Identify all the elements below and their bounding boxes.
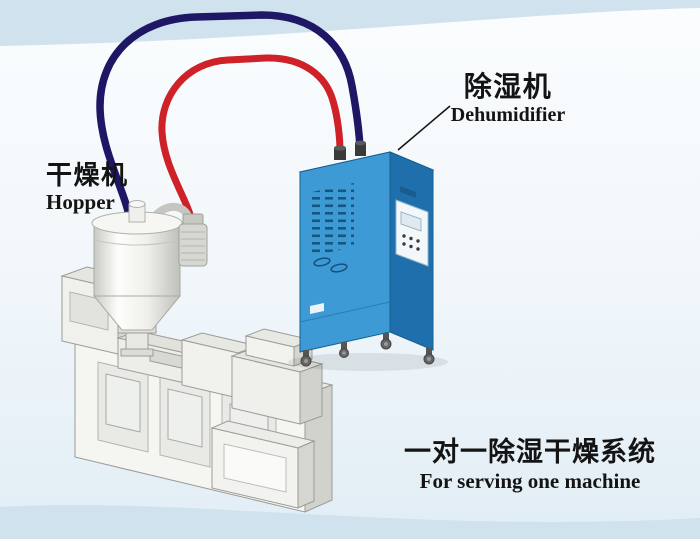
dehumidifier-label: 除湿机 Dehumidifier <box>440 71 576 127</box>
system-caption: 一对一除湿干燥系统 For serving one machine <box>382 438 678 493</box>
extruder-gearbox2-side <box>299 363 323 425</box>
hopper-label: 干燥机 Hopper <box>46 160 129 215</box>
system-caption-zh: 一对一除湿干燥系统 <box>404 437 656 467</box>
navy-return-hose <box>96 11 364 225</box>
dehumidifier-panel-seam <box>299 301 391 323</box>
dehumidifier-hose-ports <box>334 140 366 160</box>
red-supply-hose <box>158 54 344 226</box>
extruder-frontbox-window <box>223 443 287 493</box>
bottom-wave-band <box>0 504 700 539</box>
hopper-blower-ribs <box>181 231 205 261</box>
hopper-label-zh: 干燥机 <box>46 160 129 190</box>
extruder-door-window <box>167 388 203 448</box>
hopper-throat-flange-bottom <box>120 348 154 357</box>
caster-wheel <box>423 348 435 365</box>
extruder-frontbox-side <box>297 440 315 509</box>
dehumidifier-label-en: Dehumidifier <box>450 104 566 127</box>
dehumidifier-brand-mark <box>400 186 416 198</box>
dehumidifier-louver-slot <box>313 257 331 267</box>
system-caption-en: For serving one machine <box>419 469 641 494</box>
caster-wheel <box>339 342 349 358</box>
hopper-label-en: Hopper <box>46 190 115 215</box>
caster-wheel <box>380 333 392 350</box>
extruder-door-window <box>105 373 141 433</box>
caster-wheel <box>300 350 312 367</box>
hopper-lid-cap-top <box>128 200 146 208</box>
hose-port-top <box>355 140 366 146</box>
hopper-dryer <box>91 200 208 331</box>
dehumidifier-vent-grille <box>312 183 354 256</box>
dehumidifier-panel-display <box>400 211 422 232</box>
dehumidifier-control-panel <box>395 199 429 267</box>
dehumidifier-pointer-line <box>397 105 451 151</box>
dehumidifier-louver-slot <box>330 263 348 273</box>
hopper-blower-body <box>178 223 208 267</box>
dehumidifier-panel-buttons <box>402 234 420 251</box>
hose-port <box>355 143 366 156</box>
hose-port <box>334 148 346 160</box>
hopper-body-seam <box>93 239 181 246</box>
dehumidifier-label-zh: 除湿机 <box>463 71 553 102</box>
dehumidifier-machine <box>288 151 448 371</box>
top-wave-band <box>0 0 700 46</box>
hopper-body <box>93 225 181 297</box>
hose-port-top <box>334 145 346 151</box>
dehumidifier-shadow <box>288 353 448 371</box>
dehumidifier-sticker <box>310 303 324 314</box>
